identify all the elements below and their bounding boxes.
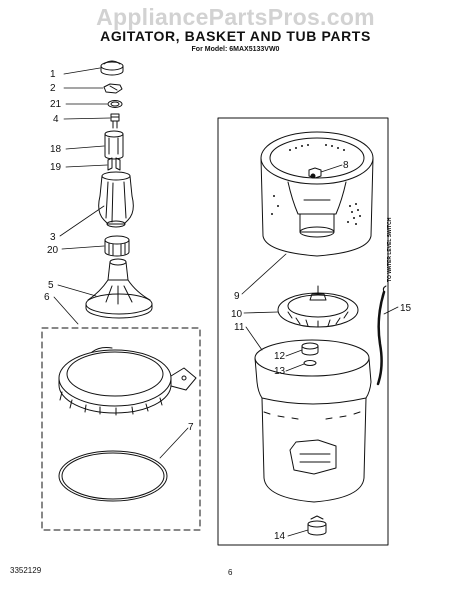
diagram-title: AGITATOR, BASKET AND TUB PARTS xyxy=(100,28,371,44)
bearing-assembly xyxy=(104,235,130,257)
callout-3: 3 xyxy=(50,232,56,243)
watermark-text: AppliancePartsPros.com xyxy=(96,4,375,30)
model-subtitle: For Model: 6MAX5133VW0 xyxy=(191,46,280,53)
callout-6: 6 xyxy=(44,292,50,303)
callout-9: 9 xyxy=(234,291,240,302)
basket-perforations xyxy=(271,144,361,225)
callout-12: 12 xyxy=(274,351,286,362)
center-seal xyxy=(301,342,319,366)
wash-basket xyxy=(260,131,374,257)
callout-11: 11 xyxy=(234,322,245,333)
dog-cam xyxy=(104,130,124,160)
agitator-barrel xyxy=(98,171,134,228)
drive-hub xyxy=(277,285,359,328)
pressure-hose-end xyxy=(382,285,387,293)
callout-4: 4 xyxy=(53,114,59,125)
callout-13: 13 xyxy=(274,366,286,377)
tub-seal xyxy=(58,450,168,502)
agitator-cap xyxy=(100,60,124,76)
callout-10: 10 xyxy=(231,309,243,320)
leader-lines xyxy=(53,67,399,537)
cap-insert xyxy=(103,83,123,94)
callout-8: 8 xyxy=(343,160,349,171)
callout-7: 7 xyxy=(188,422,194,433)
basket-nut xyxy=(308,167,322,179)
agitator-base xyxy=(85,258,153,319)
callout-1: 1 xyxy=(50,69,56,80)
tub-ring xyxy=(58,347,197,416)
dog-clip xyxy=(107,157,121,171)
callout-21: 21 xyxy=(50,99,62,110)
callout-15: 15 xyxy=(400,303,412,314)
basket-tub-frame xyxy=(217,117,389,546)
callout-19: 19 xyxy=(50,162,62,173)
callout-labels: 1 2 21 4 18 19 3 20 5 6 7 8 9 10 11 12 1… xyxy=(44,69,412,542)
drain-grommet xyxy=(307,515,327,536)
callout-5: 5 xyxy=(48,280,54,291)
callout-14: 14 xyxy=(274,531,286,542)
tub-ring-kit-box xyxy=(41,327,201,531)
page-number: 6 xyxy=(228,568,233,577)
callout-20: 20 xyxy=(47,245,59,256)
water-level-switch-note: TO WATER LEVEL SWITCH xyxy=(387,217,393,282)
document-number: 3352129 xyxy=(10,566,42,575)
agitator-bolt xyxy=(110,113,120,129)
callout-2: 2 xyxy=(50,83,56,94)
pressure-hose xyxy=(376,290,386,386)
callout-18: 18 xyxy=(50,144,62,155)
seal-ring xyxy=(107,100,123,108)
outer-tub xyxy=(254,339,372,503)
